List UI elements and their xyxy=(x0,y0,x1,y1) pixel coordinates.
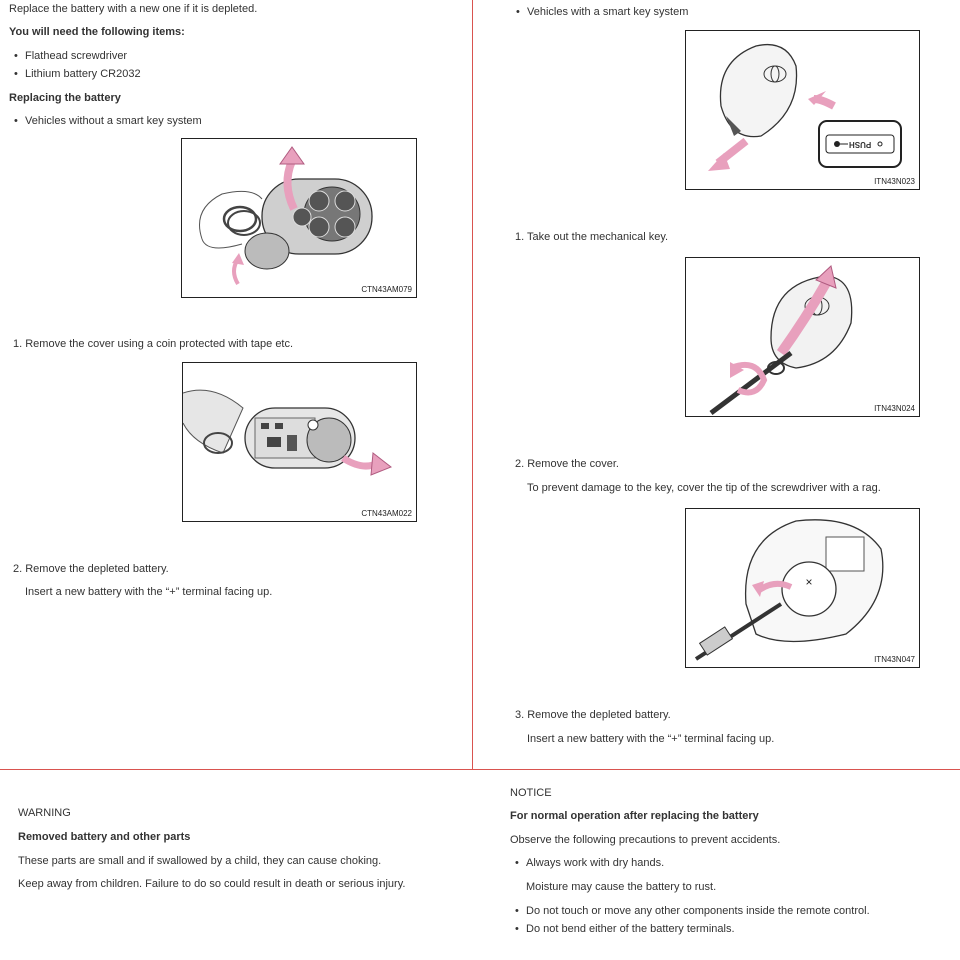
notice-bullet-1-note: Moisture may cause the battery to rust. xyxy=(526,881,717,893)
right-step-2-note: To prevent damage to the key, cover the … xyxy=(527,482,881,494)
smart-key-illustration xyxy=(708,43,902,171)
section-divider xyxy=(0,769,960,770)
right-step-1: 1. Take out the mechanical key. xyxy=(515,231,669,243)
figure-code: ITN43N024 xyxy=(874,404,915,413)
figure-remove-battery-coin: CTN43AM022 xyxy=(182,362,417,522)
items-heading: You will need the following items: xyxy=(9,26,185,38)
figure-code: ITN43N023 xyxy=(874,177,915,186)
screwdriver-cover-illustration xyxy=(709,265,853,415)
item-battery: Lithium battery CR2032 xyxy=(14,67,141,81)
right-step-3-note: Insert a new battery with the “+” termin… xyxy=(527,733,775,745)
key-fob-illustration xyxy=(199,146,373,286)
replacing-heading: Replacing the battery xyxy=(9,92,121,104)
figure-code: CTN43AM079 xyxy=(361,285,412,294)
figure-code: CTN43AM022 xyxy=(361,509,412,518)
notice-bullet-3: Do not bend either of the battery termin… xyxy=(515,922,734,936)
with-smart-key-label: Vehicles with a smart key system xyxy=(516,5,688,19)
column-divider xyxy=(472,0,473,769)
figure-open-cover-coin: CTN43AM079 xyxy=(181,138,417,298)
battery-removal-illustration: × xyxy=(694,519,884,661)
warning-title: WARNING xyxy=(18,807,71,819)
warning-line-1: These parts are small and if swallowed b… xyxy=(18,855,382,867)
notice-bullet-1: Always work with dry hands. xyxy=(515,856,664,870)
figure-remove-cover-screwdriver: ITN43N024 xyxy=(685,257,920,417)
notice-bullet-2: Do not touch or move any other component… xyxy=(515,904,870,918)
svg-text:×: × xyxy=(805,575,812,589)
notice-title: NOTICE xyxy=(510,787,552,799)
without-smart-key-label: Vehicles without a smart key system xyxy=(14,114,202,128)
left-step-1: 1. Remove the cover using a coin protect… xyxy=(13,338,294,350)
push-label: PUSH xyxy=(849,140,872,149)
warning-subtitle: Removed battery and other parts xyxy=(18,831,191,843)
left-step-2-note: Insert a new battery with the “+” termin… xyxy=(25,586,273,598)
intro-text: Replace the battery with a new one if it… xyxy=(9,3,258,15)
item-screwdriver: Flathead screwdriver xyxy=(14,49,127,63)
figure-code: ITN43N047 xyxy=(874,655,915,664)
figure-mechanical-key: PUSH ITN43N023 xyxy=(685,30,920,190)
right-step-2: 2. Remove the cover. xyxy=(515,458,619,470)
notice-subtitle: For normal operation after replacing the… xyxy=(510,810,759,822)
notice-intro: Observe the following precautions to pre… xyxy=(510,834,781,846)
right-step-3: 3. Remove the depleted battery. xyxy=(515,709,671,721)
warning-line-2: Keep away from children. Failure to do s… xyxy=(18,878,406,890)
open-fob-illustration xyxy=(183,389,392,476)
left-step-2: 2. Remove the depleted battery. xyxy=(13,563,169,575)
figure-remove-battery-screwdriver: × ITN43N047 xyxy=(685,508,920,668)
